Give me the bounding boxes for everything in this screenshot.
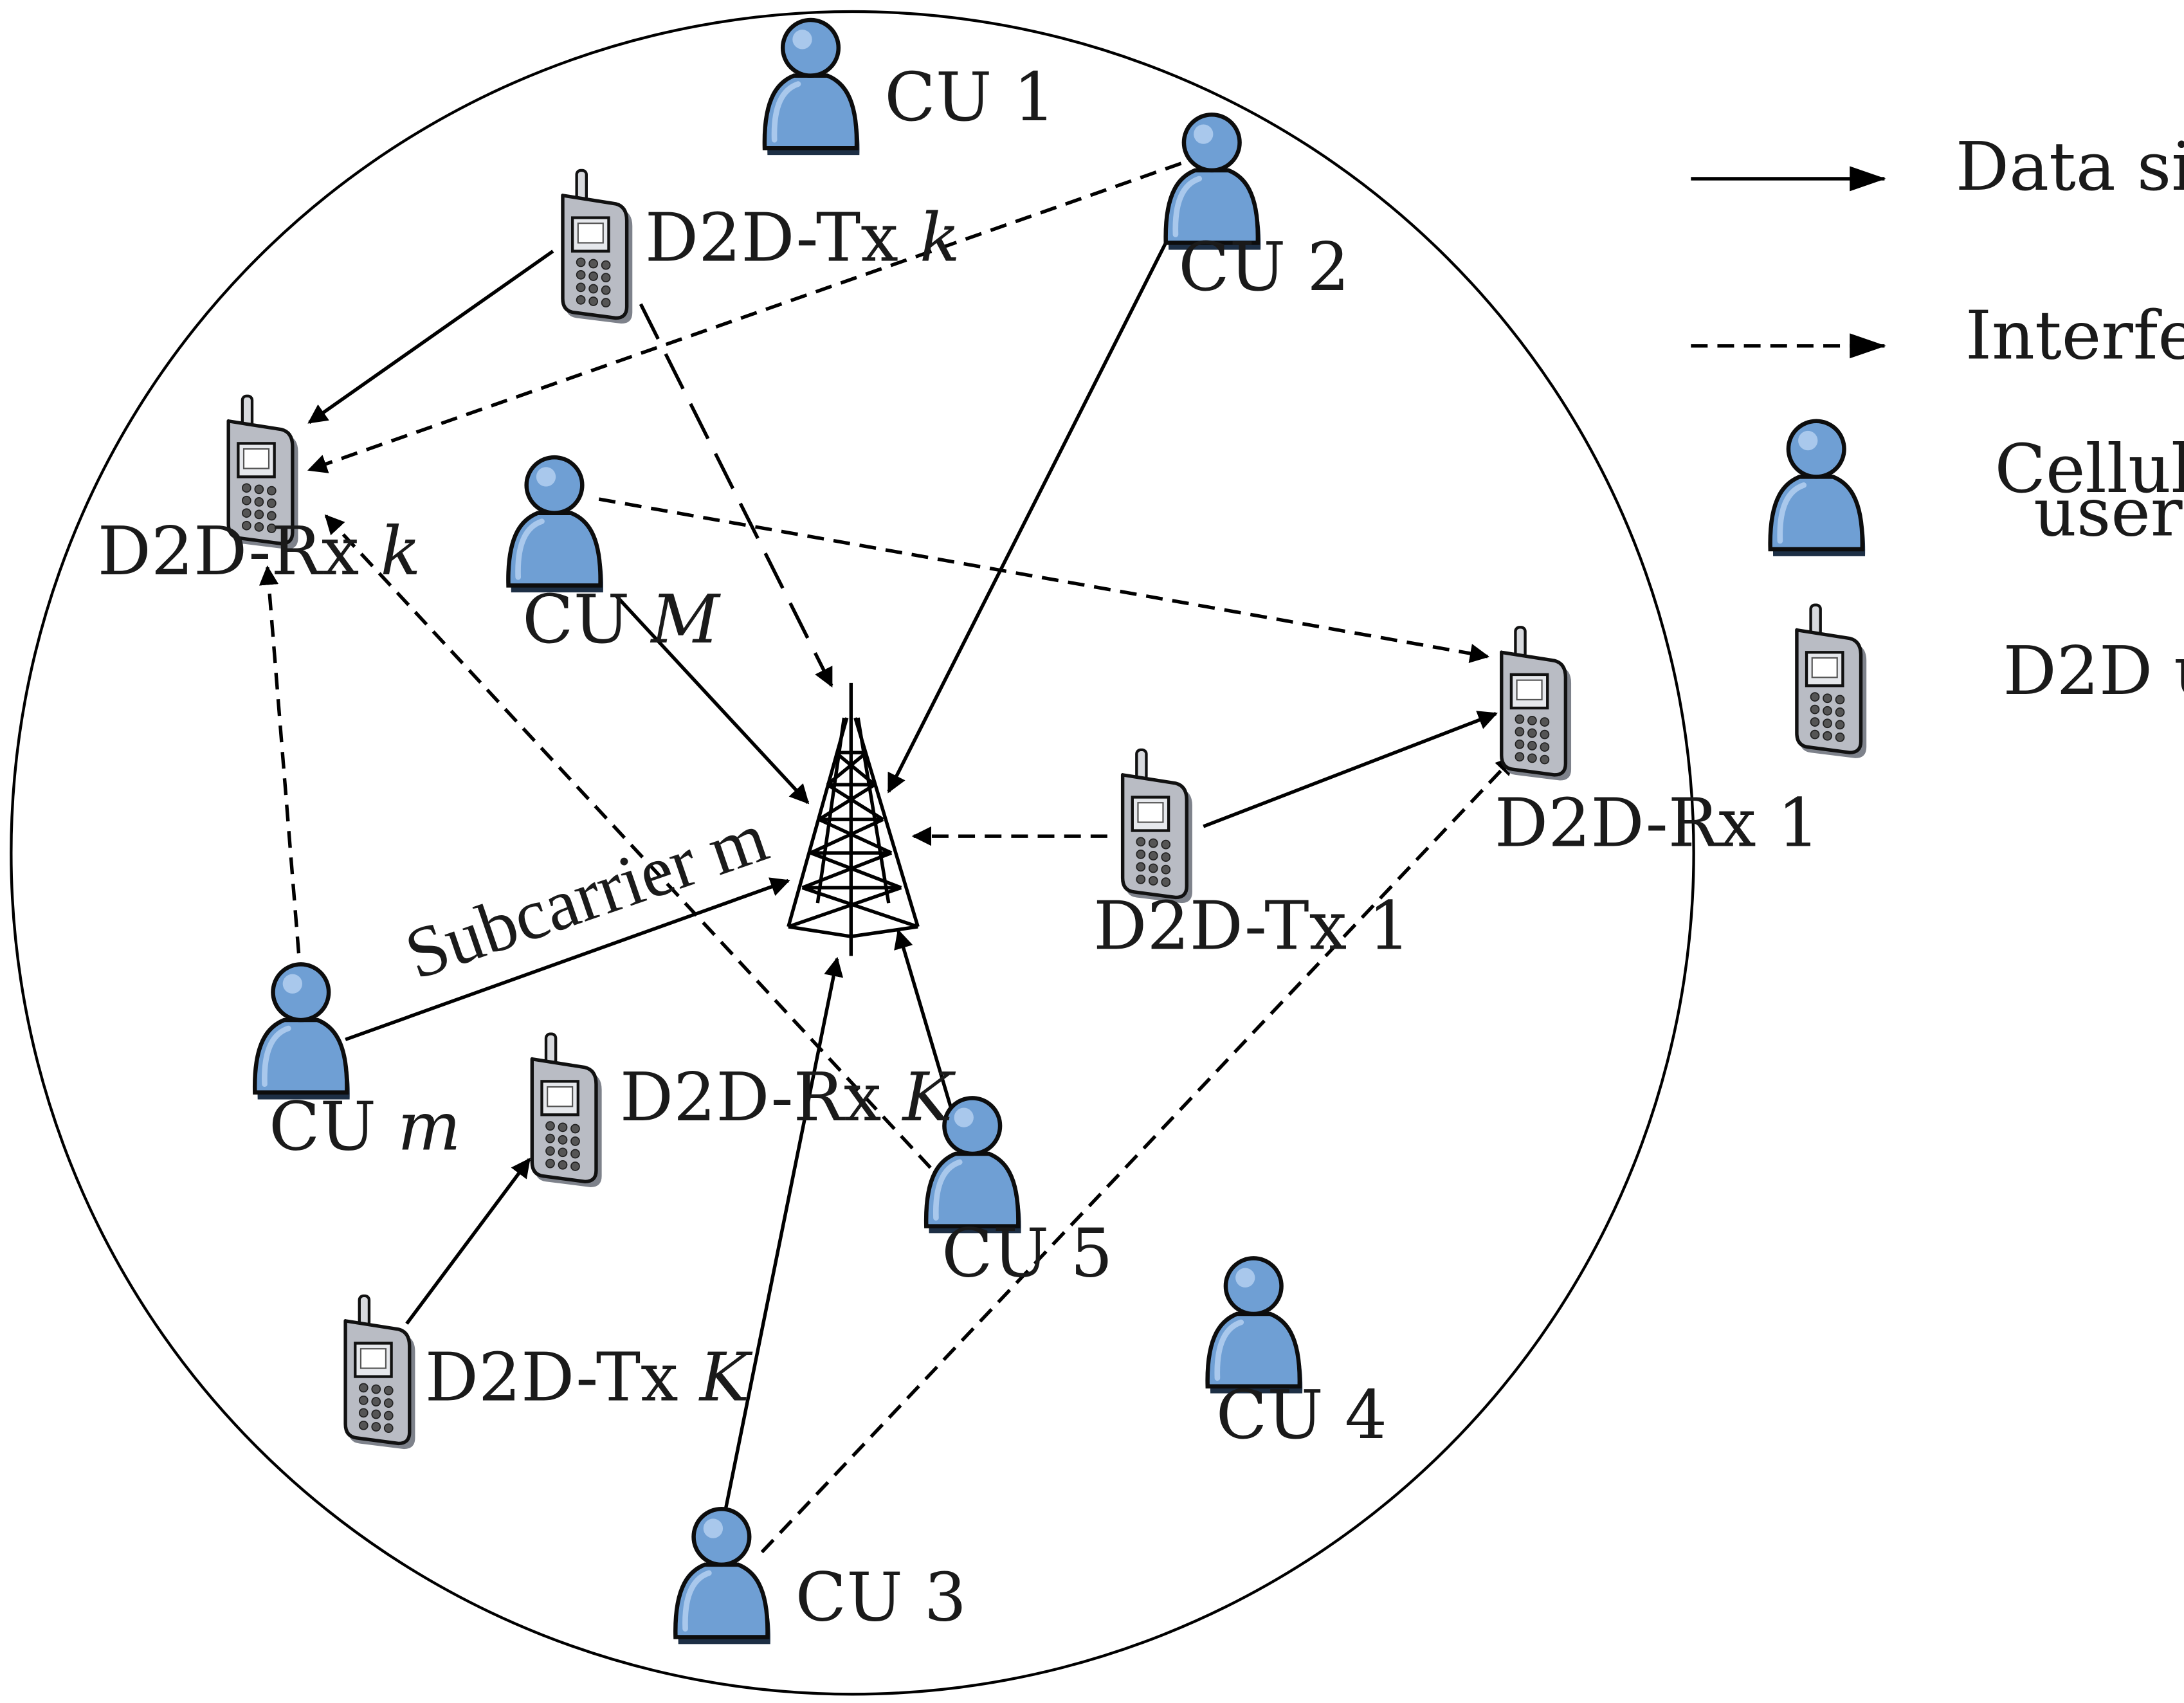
cellular-user-cum-icon	[255, 964, 350, 1099]
legend-interference-label: Interference	[1965, 296, 2184, 374]
intf-txk-bs	[639, 303, 833, 688]
intf-cu2-rxk	[307, 161, 1182, 473]
legend-data-signal-label: Data signal	[1956, 128, 2184, 206]
cellular-user-cuM-icon	[508, 457, 603, 592]
legend-cellular-user-label-line2: user	[2034, 473, 2183, 551]
cellular-user-cu3-icon	[675, 1509, 770, 1644]
d2d-tx-K-phone-icon	[345, 1296, 415, 1449]
link-cu3-bs	[723, 956, 844, 1509]
label-txK: D2D-Tx K	[425, 1338, 753, 1416]
link-tx1-rx1	[1203, 711, 1498, 828]
intf-cuM-rx1	[598, 497, 1490, 663]
label-cu5: CU 5	[942, 1215, 1113, 1293]
interference-links	[259, 161, 1516, 1554]
link-cu2-bs	[887, 239, 1169, 794]
label-cuM: CU M	[522, 581, 721, 659]
legend-d2d-user-icon	[1797, 605, 1866, 758]
link-cum-bs	[345, 877, 790, 1041]
d2d-rx-1-phone-icon	[1502, 627, 1571, 780]
legend: Data signal Interference Cellular user D…	[1691, 128, 2184, 758]
label-cu4: CU 4	[1216, 1376, 1387, 1454]
cellular-user-cu4-icon	[1208, 1258, 1303, 1393]
label-cu3: CU 3	[796, 1559, 967, 1637]
label-rx1: D2D-Rx 1	[1495, 784, 1820, 862]
label-tx1: D2D-Tx 1	[1093, 888, 1410, 965]
legend-cellular-user-label-line1: Cellular	[1994, 430, 2184, 508]
label-rxk: D2D-Rx k	[98, 513, 421, 590]
label-rxK: D2D-Rx K	[620, 1059, 956, 1136]
link-cuM-bs	[614, 594, 810, 805]
intf-cu5-rxk	[324, 514, 932, 1169]
legend-cellular-user-icon	[1770, 421, 1866, 556]
cell-boundary	[10, 10, 1695, 1696]
label-subcarrier: Subcarrier m	[396, 797, 777, 995]
intf-cum-rxk	[259, 565, 303, 980]
data-signal-links	[307, 239, 1498, 1509]
d2d-tx-k-phone-icon	[563, 170, 632, 323]
label-txk: D2D-Tx k	[645, 199, 960, 277]
legend-d2d-user-label: D2D user	[2003, 632, 2184, 710]
d2d-rx-K-phone-icon	[532, 1034, 601, 1187]
label-cum: CU m	[269, 1088, 461, 1165]
cellular-user-cu1-icon	[765, 20, 860, 155]
link-cu5-bs	[894, 929, 953, 1110]
link-txK-rxK	[405, 1158, 531, 1325]
label-cu2: CU 2	[1178, 228, 1349, 306]
link-txk-rxk	[307, 250, 554, 424]
intf-cu3-rx1	[760, 755, 1516, 1554]
d2d-tx-1-phone-icon	[1123, 750, 1192, 903]
base-station-icon	[787, 682, 920, 956]
label-cu1: CU 1	[884, 59, 1055, 136]
